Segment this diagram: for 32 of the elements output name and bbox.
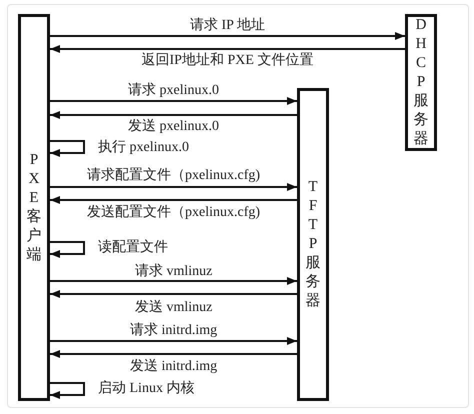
- edge-label: 发送 pxelinux.0: [126, 119, 221, 135]
- arrow: [50, 277, 297, 285]
- arrow: [50, 111, 297, 119]
- edge-label: 读配置文件: [96, 240, 170, 256]
- edge-label: 请求 IP 地址: [188, 18, 267, 34]
- edge-label: 执行 pxelinux.0: [96, 140, 191, 156]
- edge-label: 启动 Linux 内核: [96, 381, 196, 397]
- edge-label: 请求配置文件（pxelinux.cfg): [85, 168, 262, 184]
- arrow: [50, 183, 297, 191]
- edge-label: 返回IP地址和 PXE 文件位置: [140, 53, 316, 69]
- vertical-label: DHCP服务器: [413, 16, 429, 149]
- edge-label: 请求 vmlinuz: [133, 264, 214, 280]
- arrow: [50, 196, 297, 204]
- edge-label: 发送 initrd.img: [128, 359, 220, 375]
- arrow: [50, 290, 297, 298]
- vertical-label: PXE客户端: [26, 150, 42, 264]
- arrow: [50, 32, 405, 40]
- arrow: [50, 97, 297, 105]
- lifeline-bar: [18, 14, 50, 401]
- edge-label: 请求 initrd.img: [128, 323, 220, 339]
- vertical-label: TFTP服务器: [305, 178, 321, 311]
- arrow: [50, 45, 405, 53]
- arrow: [50, 382, 85, 399]
- lifeline-bar: [405, 14, 437, 151]
- edge-label: 请求 pxelinux.0: [126, 83, 221, 99]
- lifeline-bar: [297, 88, 329, 401]
- edge-label: 发送配置文件（pxelinux.cfg): [85, 205, 262, 221]
- edge-label: 发送 vmlinuz: [133, 300, 214, 316]
- arrow: [50, 350, 297, 358]
- arrow: [50, 140, 85, 157]
- arrow: [50, 337, 297, 345]
- arrow: [50, 241, 85, 258]
